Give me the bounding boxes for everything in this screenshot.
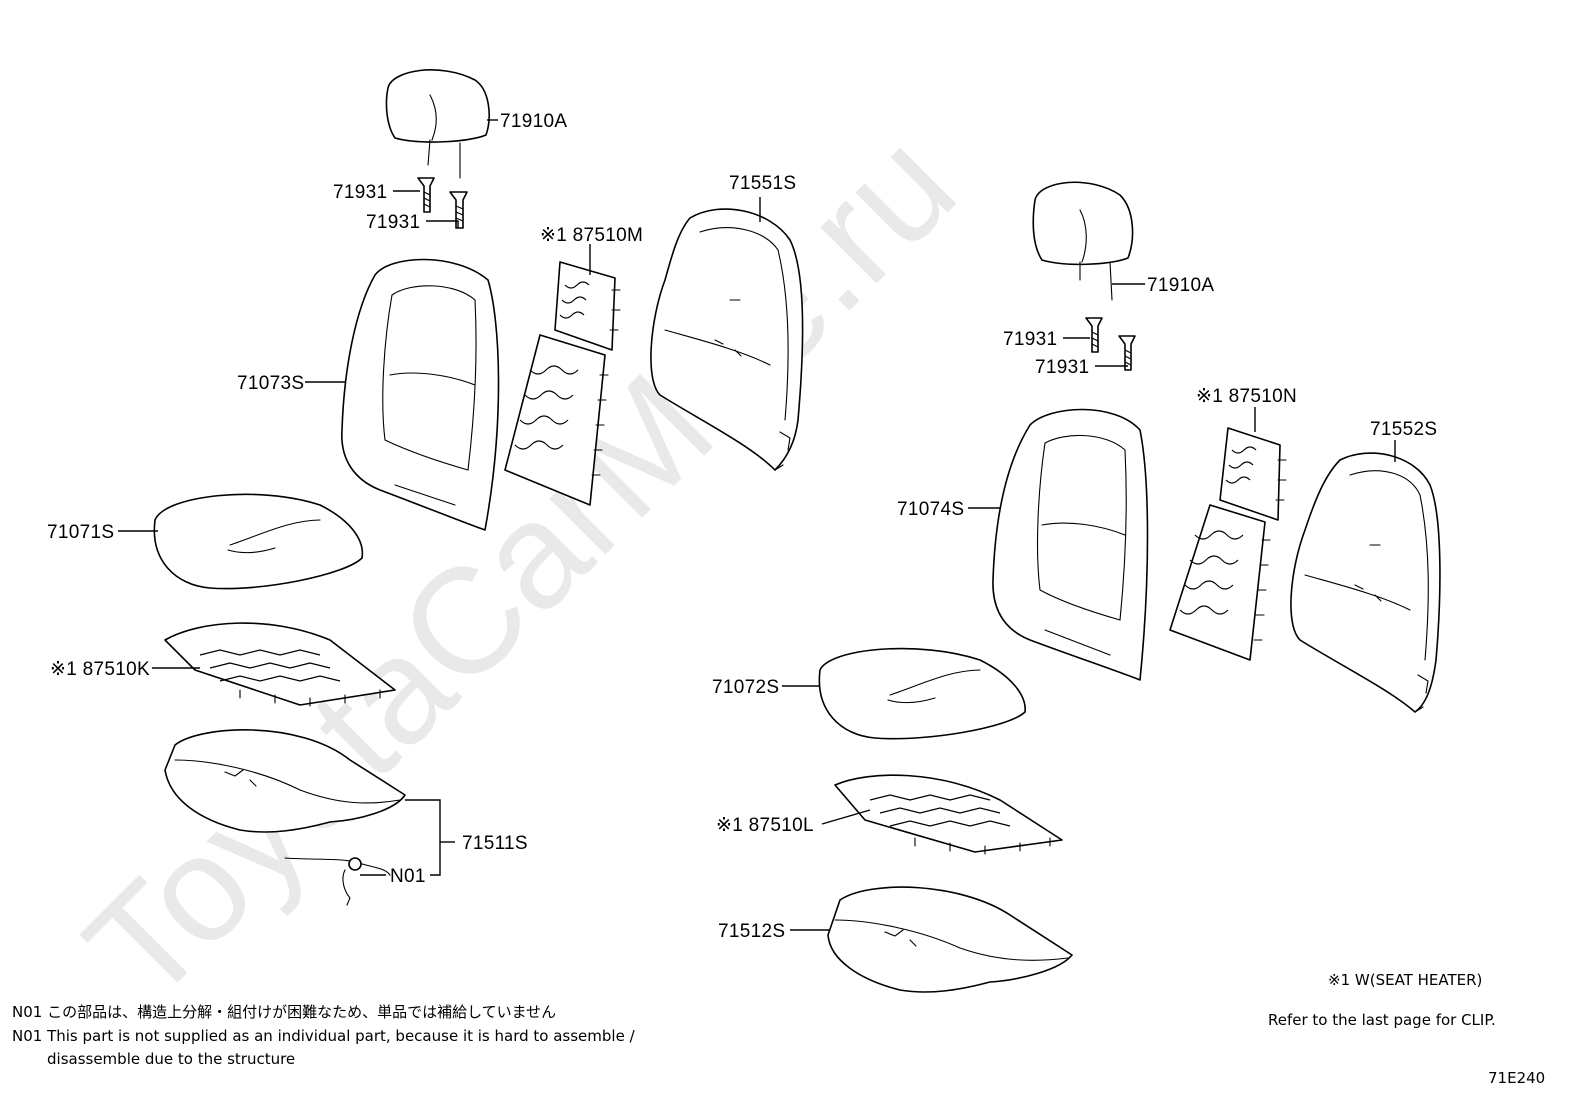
label-left-guide-b: 71931 — [366, 212, 420, 233]
n01-note-english-line2: disassemble due to the structure — [47, 1050, 295, 1068]
left-headrest[interactable] — [385, 69, 490, 179]
label-right-cushion-pad: 71072S — [712, 677, 779, 698]
label-right-seatback-cover: 71552S — [1370, 419, 1437, 440]
label-right-cushion-cover: 71512S — [718, 921, 785, 942]
clip-reference-note: Refer to the last page for CLIP. — [1268, 1011, 1496, 1029]
label-left-cushion-heater: ※1 87510K — [50, 659, 150, 680]
right-headrest[interactable] — [1032, 181, 1134, 301]
label-left-seatback-pad: 71073S — [237, 373, 304, 394]
left-seatback-pad[interactable] — [341, 258, 500, 531]
left-headrest-guides[interactable] — [417, 177, 468, 229]
right-cushion-cover[interactable] — [827, 886, 1073, 993]
left-cushion-pad[interactable] — [153, 493, 364, 590]
right-seatback-cover[interactable] — [1290, 452, 1441, 713]
left-seatback-cover[interactable] — [650, 208, 804, 471]
label-left-guide-a: 71931 — [333, 182, 387, 203]
left-leader-lines — [118, 119, 761, 876]
label-right-headrest: 71910A — [1147, 275, 1214, 296]
seat-heater-legend: ※1 W(SEAT HEATER) — [1328, 971, 1482, 989]
part-labels: 71910A 71931 71931 71073S ※1 87510M 7155… — [47, 111, 1437, 942]
label-right-seatback-heater: ※1 87510N — [1196, 386, 1297, 407]
n01-note-english-line1: N01 This part is not supplied as an indi… — [12, 1027, 636, 1045]
right-cushion-pad[interactable] — [818, 647, 1026, 740]
label-right-guide-a: 71931 — [1003, 329, 1057, 350]
right-leader-lines — [782, 283, 1396, 931]
footnotes: ※1 W(SEAT HEATER) Refer to the last page… — [12, 971, 1545, 1087]
right-seatback-heater[interactable] — [1169, 427, 1287, 661]
label-right-cushion-heater: ※1 87510L — [716, 815, 814, 836]
n01-note-japanese: N01 この部品は、構造上分解・組付けが困難なため、単品では補給していません — [12, 1003, 556, 1021]
label-right-seatback-pad: 71074S — [897, 499, 964, 520]
label-left-cushion-cover: 71511S — [462, 833, 528, 854]
left-cushion-heater[interactable] — [164, 622, 396, 707]
label-left-headrest: 71910A — [500, 111, 567, 132]
right-cushion-heater[interactable] — [834, 774, 1063, 855]
label-left-seatback-cover: 71551S — [729, 173, 796, 194]
label-right-guide-b: 71931 — [1035, 357, 1089, 378]
label-left-n01: N01 — [390, 866, 426, 887]
left-n01-harness[interactable] — [284, 857, 391, 906]
label-left-cushion-pad: 71071S — [47, 522, 114, 543]
left-seatback-heater[interactable] — [504, 261, 621, 506]
label-left-seatback-heater: ※1 87510M — [540, 225, 643, 246]
right-headrest-guides[interactable] — [1085, 317, 1136, 371]
left-cushion-cover[interactable] — [164, 729, 406, 833]
diagram-code: 71E240 — [1488, 1069, 1545, 1087]
right-seatback-pad[interactable] — [992, 408, 1149, 681]
